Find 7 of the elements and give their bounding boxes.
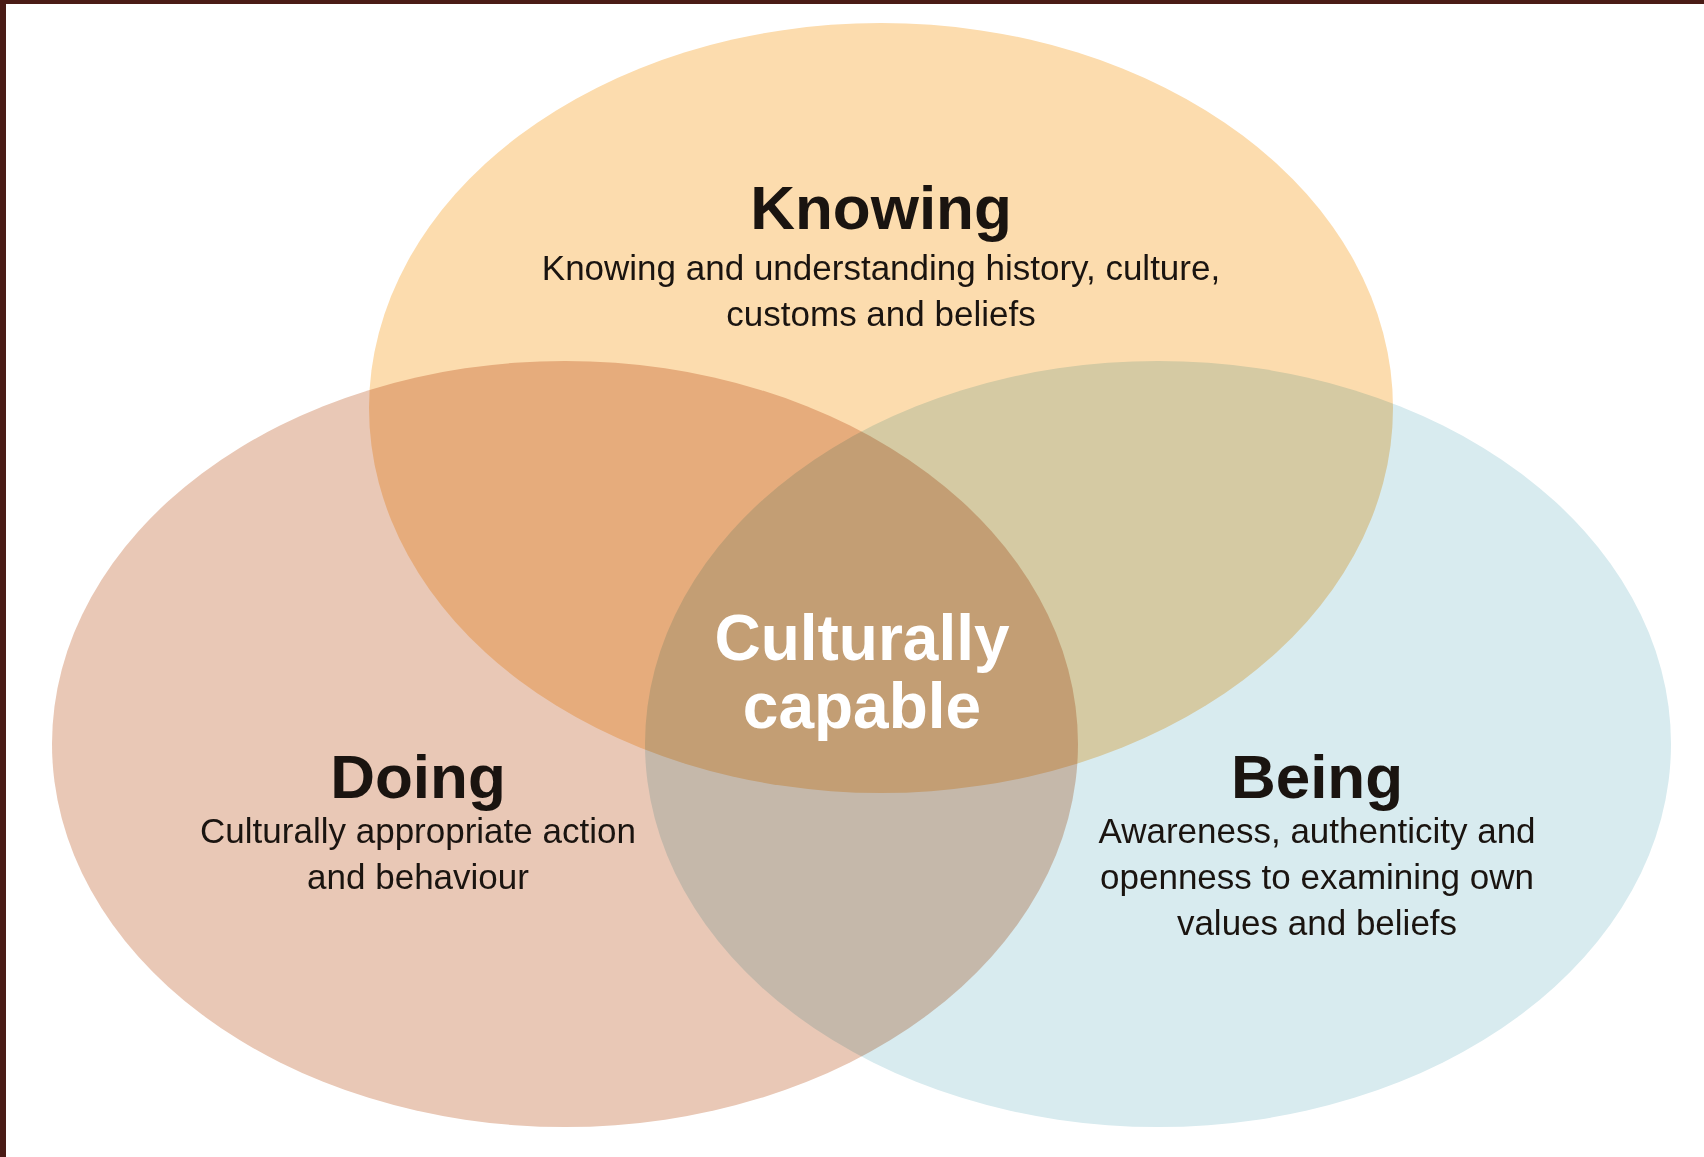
circle-heading: Being <box>1230 742 1404 812</box>
center-label: Culturally capable <box>713 604 1011 740</box>
circle-heading: Doing <box>330 742 506 812</box>
circle-heading: Knowing <box>750 173 1012 243</box>
circle-description: Knowing and understanding history, culture, customs and beliefs <box>540 247 1222 335</box>
circle-description: Culturally appropriate action and behaviour <box>199 811 637 898</box>
circle-description: Awareness, authenticity and openness to examining own values and beliefs <box>1097 811 1537 944</box>
